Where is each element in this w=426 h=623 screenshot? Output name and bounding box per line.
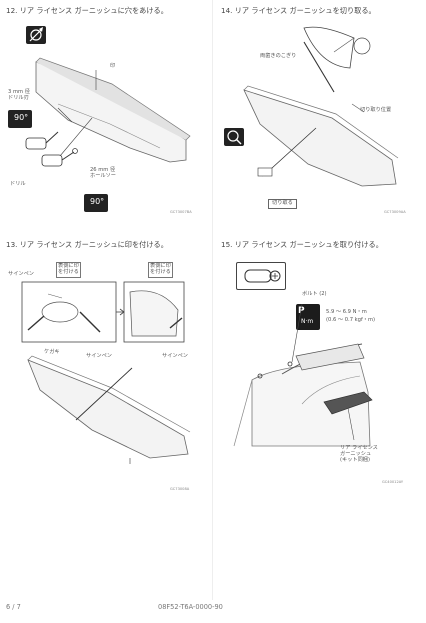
step-15-code: GC40012AY — [382, 480, 404, 484]
step-13-diagram — [21, 281, 191, 464]
saw-label: 両歯きのこぎり — [260, 53, 297, 59]
document-code: 08F52-T6A-0000-90 — [158, 603, 223, 611]
step-14-code: GC73009AA — [384, 210, 406, 214]
drill-bit-label: 3 mm 径 ドリル刃 — [8, 89, 30, 101]
cut-tool-icon — [224, 128, 244, 146]
mark-label: 印 — [110, 63, 116, 69]
sign-pen-mid-label: サインペン — [86, 353, 112, 359]
step-14-title: 14. リア ライセンス ガーニッシュを切り取る。 — [221, 6, 376, 15]
column-divider — [212, 0, 213, 600]
step-12-diagram — [25, 57, 191, 167]
step-15-diagram — [233, 303, 373, 447]
bolt-label: ボルト (2) — [302, 291, 327, 297]
scriber-label: ケガキ — [44, 349, 60, 355]
torque-value-kgf: (0.6 ～ 0.7 kgf・m) — [326, 317, 376, 323]
hole-saw-label: 26 mm 径 ホールソー — [90, 167, 116, 179]
page-number: 6 / 7 — [6, 603, 21, 611]
sign-pen-top-label: サインペン — [8, 271, 34, 277]
garnish-label: リア ライセンス ガーニッシュ (キット同梱) — [340, 445, 378, 463]
step-13-code: GC73008A — [170, 487, 190, 491]
drill-icon — [26, 26, 46, 44]
drill-label: ドリル — [10, 181, 26, 187]
angle-90-icon-2: 90° — [84, 194, 108, 212]
step-12-code: GC73007BA — [170, 210, 192, 214]
step-14-diagram — [243, 26, 399, 187]
step-15-title: 15. リア ライセンス ガーニッシュを取り付ける。 — [221, 240, 383, 249]
mark-front-left-label: 表側に印 を付ける — [56, 262, 81, 278]
cut-position-label: 切り取り位置 — [360, 107, 392, 113]
step-12-title: 12. リア ライセンス ガーニッシュに穴をあける。 — [6, 6, 168, 15]
mark-front-right-label: 表側に印 を付ける — [148, 262, 173, 278]
car-top-view-icon — [236, 262, 286, 290]
step-13-title: 13. リア ライセンス ガーニッシュに印を付ける。 — [6, 240, 168, 249]
angle-90-icon: 90° — [8, 110, 32, 128]
torque-value: 5.9 ～ 6.9 N・m — [326, 309, 367, 315]
cut-label: 切り取る — [268, 199, 297, 209]
sign-pen-right-label: サインペン — [162, 353, 188, 359]
